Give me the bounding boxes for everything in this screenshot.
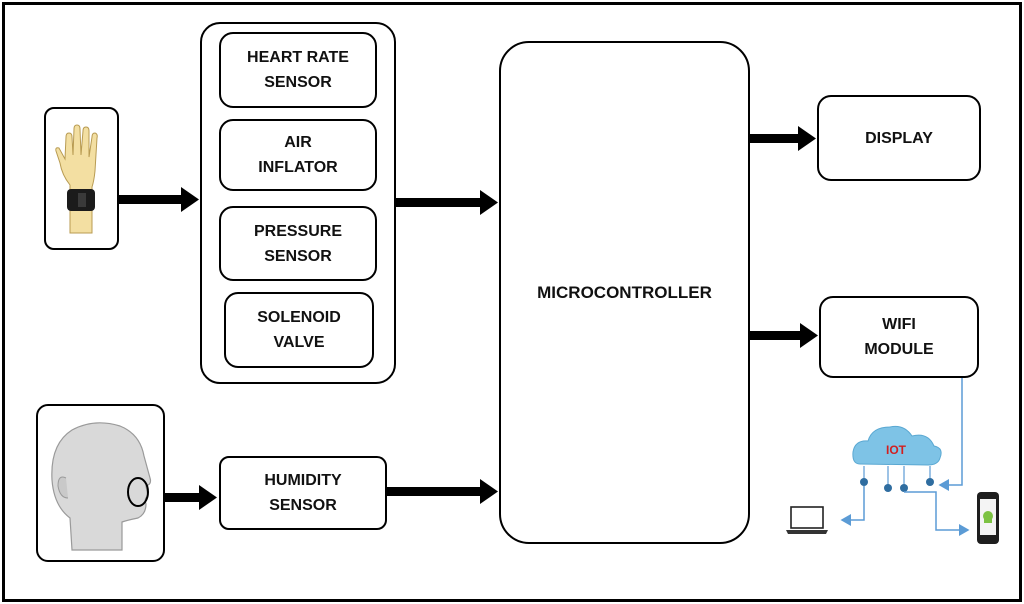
humidity-sensor-block: HUMIDITY SENSOR [219,456,387,530]
hand-image-box [44,107,119,250]
link-wifi-to-cloud [938,378,963,491]
arrow-hand-to-sensors [119,187,199,212]
air-inflator-block: AIR INFLATOR [219,119,377,191]
arrow-microcontroller-to-display [750,126,816,151]
pressure-sensor-block: PRESSURE SENSOR [219,206,377,281]
heart-rate-sensor-label: HEART RATE SENSOR [247,49,349,91]
wifi-module-label: WIFI MODULE [864,316,934,358]
display-label: DISPLAY [865,129,933,147]
laptop-icon [786,506,828,534]
link-cloud-to-phone [904,491,970,536]
wifi-module-block: WIFI MODULE [819,296,979,378]
human-head-icon [50,422,151,551]
microcontroller-block: MICROCONTROLLER [499,41,750,544]
solenoid-valve-block: SOLENOID VALVE [224,292,374,368]
heart-rate-sensor-block: HEART RATE SENSOR [219,32,377,108]
arrow-sensors-to-microcontroller [396,190,498,215]
arrow-head-to-humidity [165,485,217,510]
arrow-humidity-to-microcontroller [387,479,498,504]
head-image-box [36,404,165,562]
arrow-microcontroller-to-wifi [750,323,818,348]
microcontroller-label: MICROCONTROLLER [537,283,712,302]
cloud-icon [852,425,942,492]
iot-label: IOT [886,443,906,457]
hand-with-wrist-cuff-icon [54,123,98,233]
solenoid-valve-label: SOLENOID VALVE [257,309,341,351]
air-inflator-label: AIR INFLATOR [258,134,338,176]
humidity-sensor-label: HUMIDITY SENSOR [264,472,342,514]
link-cloud-to-laptop [840,486,865,526]
pressure-sensor-label: PRESSURE SENSOR [253,222,343,265]
android-phone-icon [977,492,999,544]
display-block: DISPLAY [817,95,981,181]
